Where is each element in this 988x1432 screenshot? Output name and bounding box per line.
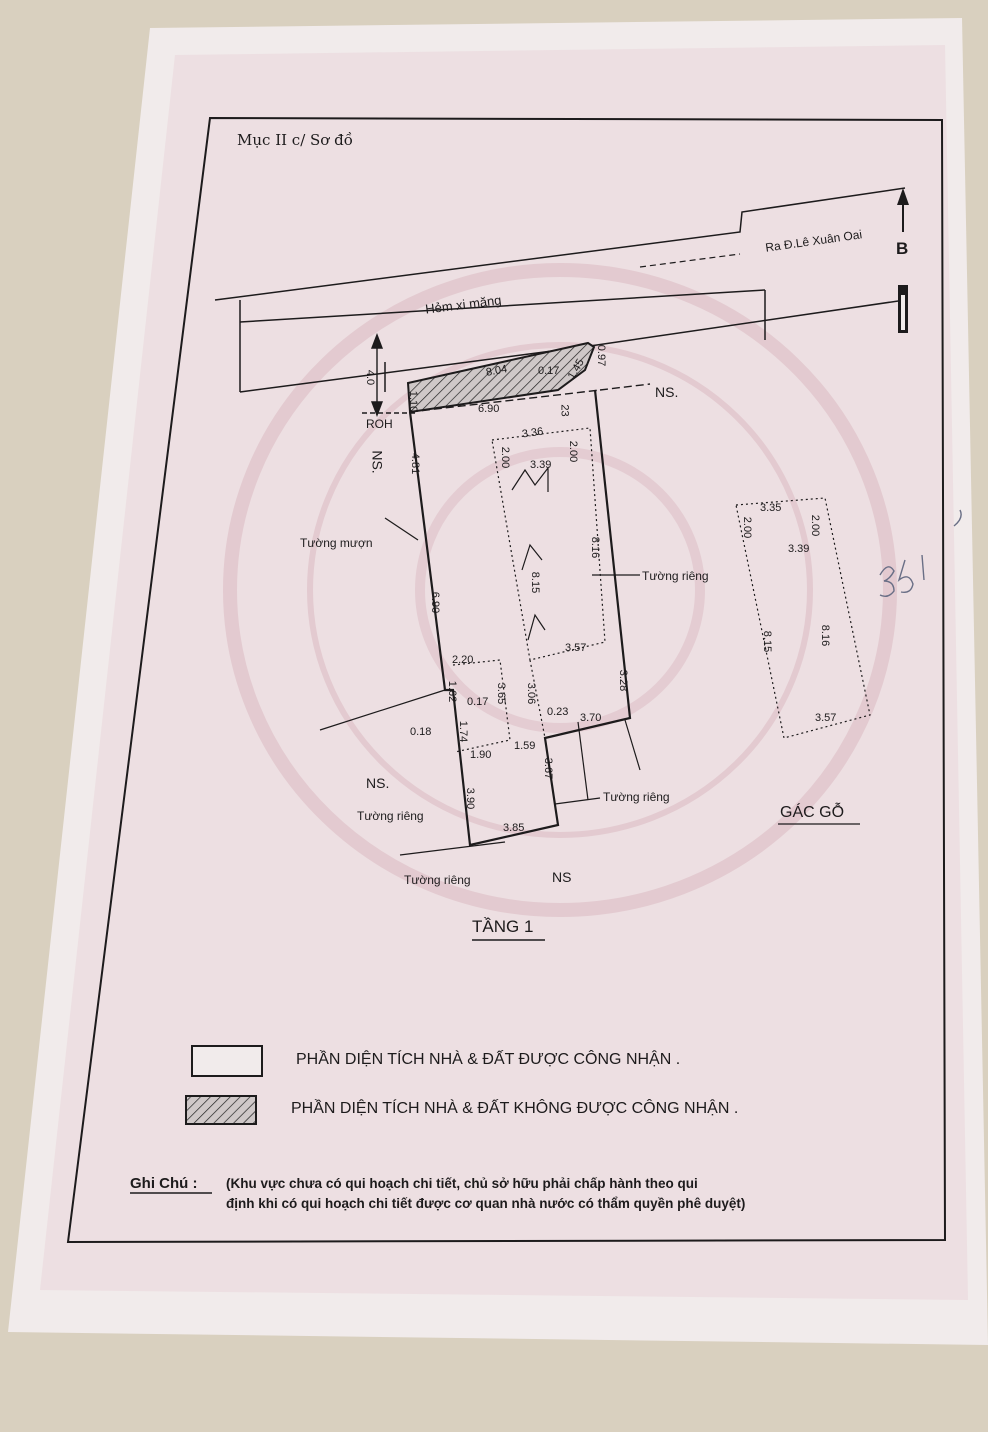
- wall-label: Tường riêng: [357, 809, 424, 823]
- legend-box-hatched: [185, 1095, 257, 1125]
- legend-recognized-label: PHẦN DIỆN TÍCH NHÀ & ĐẤT ĐƯỢC CÔNG NHẬN …: [296, 1051, 681, 1068]
- road-lines: [214, 187, 906, 393]
- dimension-label: 3.67: [542, 757, 555, 780]
- dimension-label: 2.00: [499, 446, 512, 469]
- dimension-label: 6.90: [429, 591, 442, 614]
- ns-label: NS.: [366, 775, 390, 791]
- wall-label: Tường riêng: [404, 873, 471, 887]
- dimension-label: 0.23: [547, 706, 569, 718]
- guilloche-seal: [223, 263, 897, 917]
- dimension-label: 3.90: [464, 787, 477, 810]
- dimension-label: 3.28: [617, 669, 630, 692]
- dimension-label: 2.20: [452, 654, 474, 666]
- dimension-label: 2.00: [741, 516, 754, 539]
- dimension-label: 8.16: [819, 624, 832, 647]
- dimension-label: 3.70: [580, 712, 602, 724]
- roh-label: ROH: [366, 417, 393, 431]
- dimension-label: 3.57: [815, 712, 837, 724]
- dimension-label: 1.59: [514, 740, 536, 752]
- north-arrow-icon: [897, 188, 909, 333]
- dimension-label: 6.90: [478, 403, 500, 415]
- dimension-label: 2.00: [567, 440, 580, 463]
- setback-arrow: [362, 333, 415, 417]
- dimension-label: 23: [558, 404, 571, 417]
- dimension-label: 8.15: [761, 630, 774, 653]
- dimension-label: 1.74: [457, 720, 470, 743]
- handwritten-note: [879, 509, 962, 598]
- dimension-label: 0.17: [467, 696, 489, 708]
- dimension-label: 0.18: [410, 726, 432, 738]
- legend-unrecognized-label: PHẦN DIỆN TÍCH NHÀ & ĐẤT KHÔNG ĐƯỢC CÔNG…: [291, 1100, 739, 1117]
- dimension-label: 4.81: [409, 452, 422, 475]
- north-label: B: [896, 239, 909, 258]
- ns-label: NS: [552, 869, 572, 885]
- frame-border: [66, 116, 947, 1244]
- dimension-label: 0.17: [538, 365, 560, 377]
- dimension-label: 4.0: [364, 369, 377, 386]
- floor1-outline: [408, 389, 632, 847]
- dimension-label: 3.57: [565, 642, 587, 654]
- floor1-interior-lines: [319, 427, 641, 856]
- dimension-label: 1.90: [470, 749, 492, 761]
- dimension-label: 3.35: [760, 502, 782, 514]
- mezzanine-outline: [735, 497, 871, 739]
- dimension-label: 3.39: [788, 543, 810, 555]
- dimension-label: 1.10: [407, 390, 420, 413]
- dimension-label: 8.16: [589, 536, 602, 559]
- wall-label: Tường riêng: [642, 569, 709, 583]
- dimension-label: 3.06: [525, 682, 538, 705]
- legend-box-blank: [191, 1045, 263, 1077]
- floor1-title: TẦNG 1: [472, 917, 534, 936]
- ns-label: NS.: [369, 450, 386, 474]
- wall-label: Tường riêng: [603, 790, 670, 804]
- direction-arrow: [639, 253, 741, 268]
- ns-label: NS.: [655, 384, 679, 400]
- section-title: Mục II c/ Sơ đồ: [237, 131, 353, 149]
- note-label: Ghi Chú :: [130, 1175, 198, 1192]
- mezzanine-title: GÁC GỖ: [780, 804, 845, 821]
- dimension-label: 3.85: [503, 822, 525, 834]
- note-line-1: (Khu vực chưa có qui hoạch chi tiết, chủ…: [226, 1176, 698, 1191]
- dimension-label: 3.39: [530, 459, 552, 471]
- dimension-label: 0.97: [595, 344, 608, 367]
- dimension-label: 8.15: [529, 571, 542, 594]
- note-line-2: định khi có qui hoạch chi tiết được cơ q…: [226, 1196, 746, 1211]
- dimension-label: 1.62: [446, 680, 459, 703]
- dimension-label: 2.00: [809, 514, 822, 537]
- dimension-label: 3.65: [495, 682, 508, 705]
- guilloche-background: [40, 45, 968, 1300]
- wall-label: Tường mượn: [300, 536, 373, 550]
